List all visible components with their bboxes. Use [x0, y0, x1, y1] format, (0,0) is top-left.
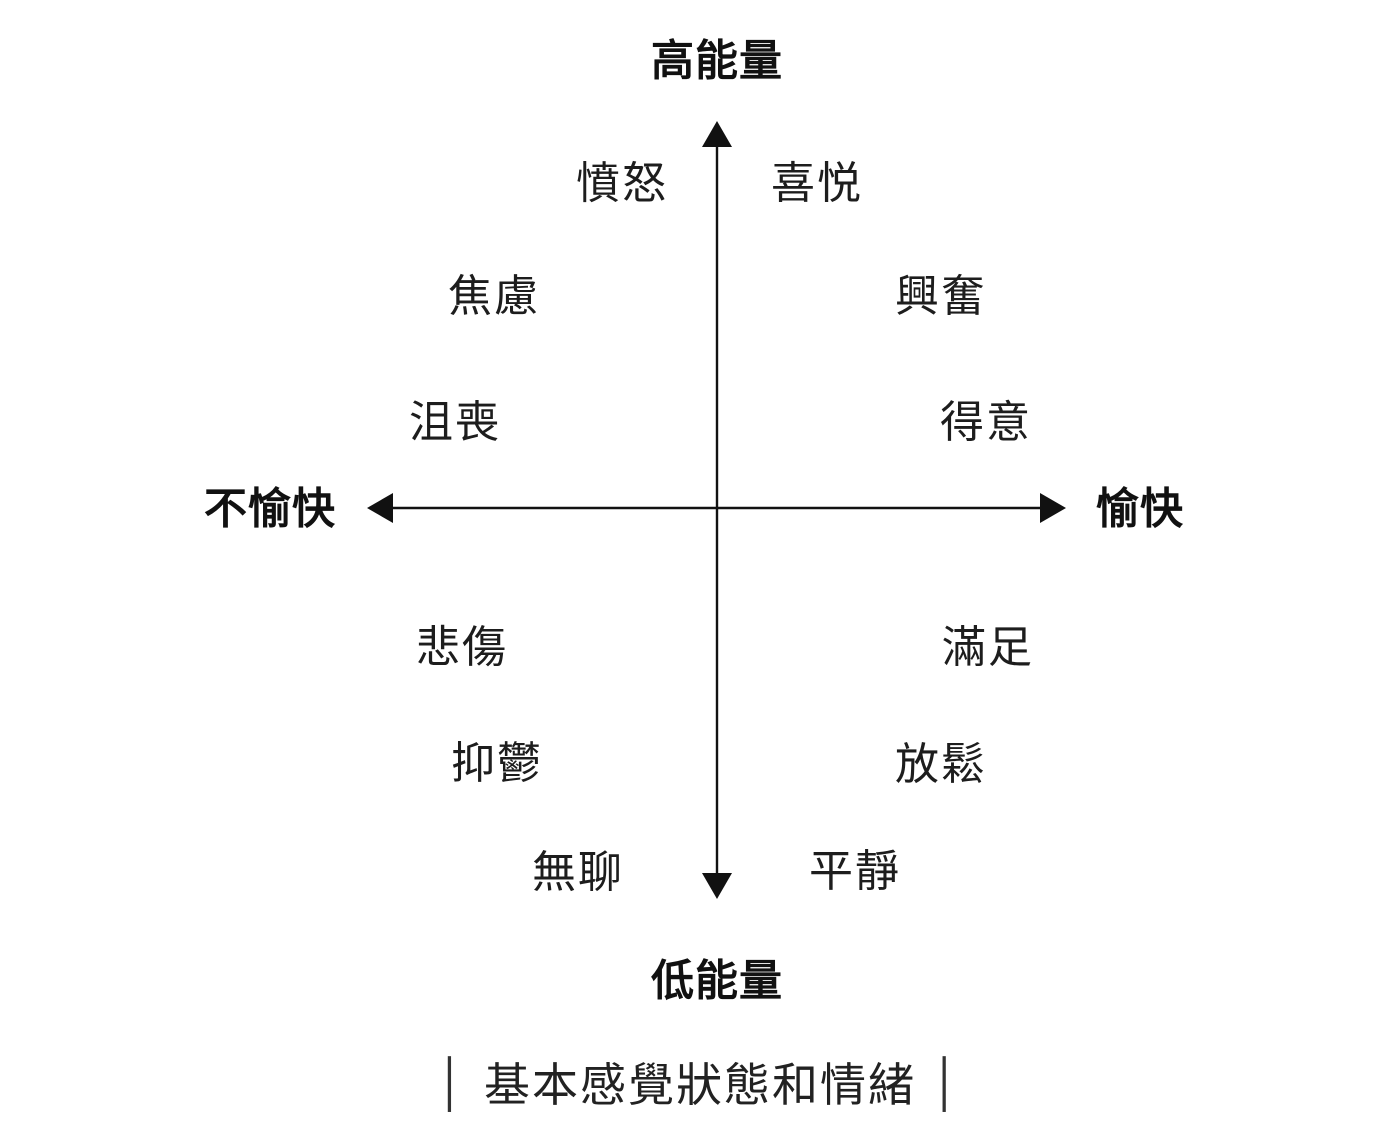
axis-label-unpleasant: 不愉快 [204, 485, 336, 534]
emotion-label-anxiety: 焦慮 [448, 272, 540, 321]
emotion-label-pride: 得意 [940, 398, 1032, 447]
arrow-up-icon [702, 121, 732, 147]
emotion-label-anger: 憤怒 [576, 159, 668, 208]
caption-bar-right: │ [932, 1056, 963, 1108]
caption-title: 基本感覺狀態和情緒 [484, 1059, 916, 1111]
arrow-left-icon [367, 493, 393, 523]
emotion-label-joy: 喜悦 [771, 159, 863, 208]
emotion-label-relaxation: 放鬆 [895, 740, 987, 789]
emotion-label-calm: 平靜 [809, 847, 901, 896]
diagram-caption: │ 基本感覺狀態和情緒 │ [421, 1049, 979, 1115]
emotion-label-boredom: 無聊 [532, 848, 624, 897]
arrow-right-icon [1040, 493, 1066, 523]
emotion-label-satisfaction: 滿足 [942, 623, 1034, 672]
emotion-label-excitement: 興奮 [895, 272, 987, 321]
axis-label-pleasant: 愉快 [1096, 485, 1184, 534]
emotion-label-depression: 抑鬱 [451, 739, 543, 788]
emotion-label-sadness: 悲傷 [416, 623, 508, 672]
axis-label-low-energy: 低能量 [651, 957, 783, 1006]
emotion-label-frustration: 沮喪 [409, 398, 501, 447]
arrow-down-icon [702, 873, 732, 899]
caption-bar-left: │ [437, 1056, 468, 1108]
axis-label-high-energy: 高能量 [651, 37, 783, 86]
